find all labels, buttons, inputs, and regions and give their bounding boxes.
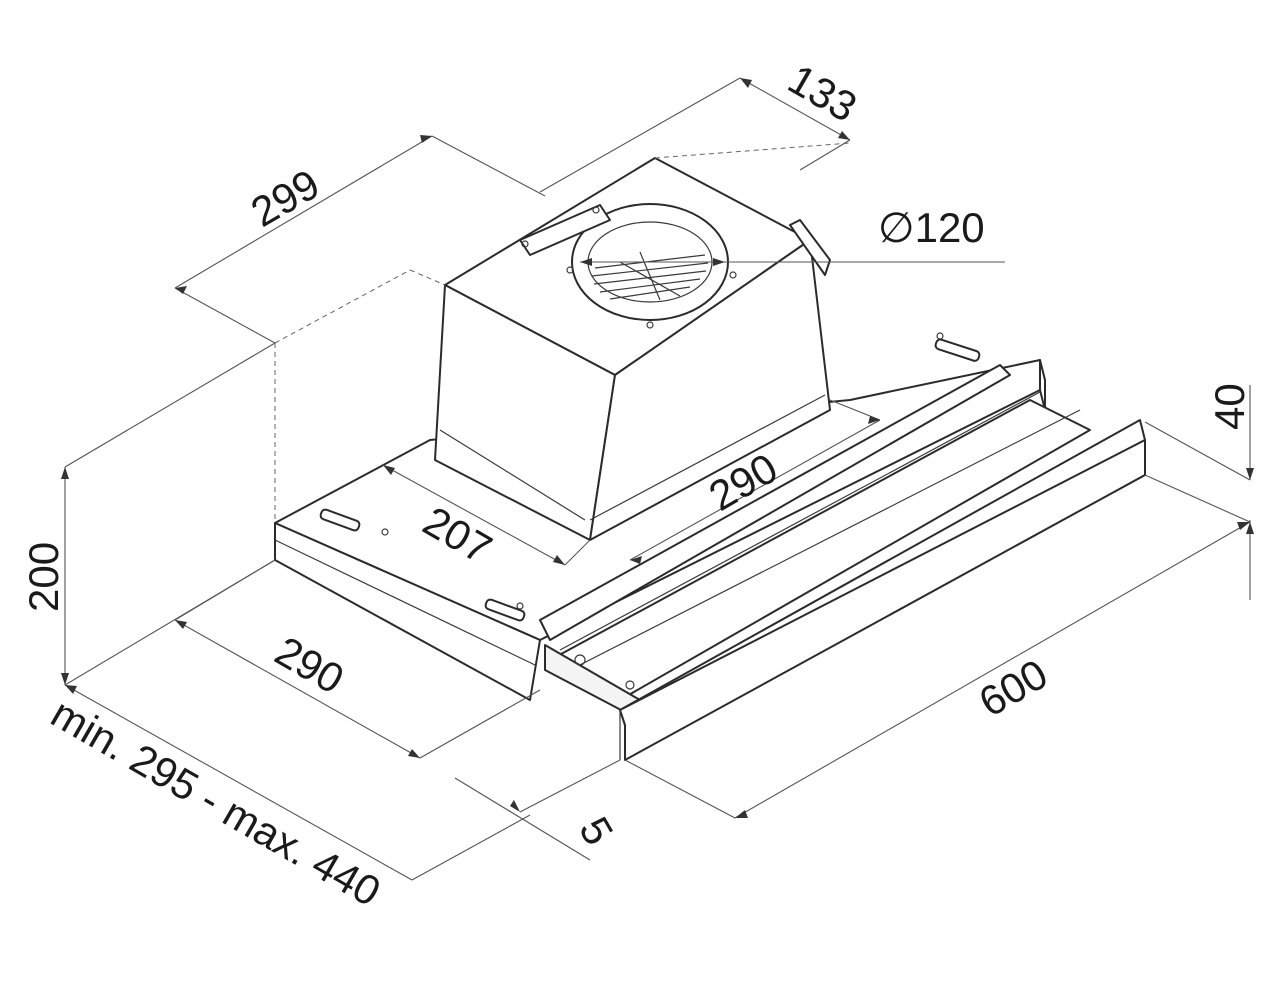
dim-5: 5 xyxy=(570,809,622,853)
dim-diameter-120: ∅120 xyxy=(878,204,985,251)
base-front-face xyxy=(274,522,541,701)
slide-rail-left xyxy=(539,364,1011,641)
dim-extension-range: min. 295 - max. 440 xyxy=(44,689,389,915)
dim-600: 600 xyxy=(971,650,1055,726)
base-right-edge xyxy=(1039,359,1046,411)
dim-290-body: 290 xyxy=(268,627,352,703)
motor-bracket xyxy=(519,204,611,256)
dim-40: 40 xyxy=(1206,383,1253,430)
motor-box xyxy=(434,157,831,541)
base-slot-right xyxy=(934,338,981,362)
base-slot-front xyxy=(484,598,526,622)
dimension-lines xyxy=(61,77,1254,881)
dim-299: 299 xyxy=(243,160,327,236)
front-visor-face xyxy=(619,439,1146,761)
motor-back-flange xyxy=(789,219,831,276)
base-slot-left xyxy=(319,508,361,532)
dim-200: 200 xyxy=(20,542,67,612)
hood-body xyxy=(274,332,1146,761)
motor-right-face xyxy=(589,239,831,541)
dim-133: 133 xyxy=(781,55,865,131)
